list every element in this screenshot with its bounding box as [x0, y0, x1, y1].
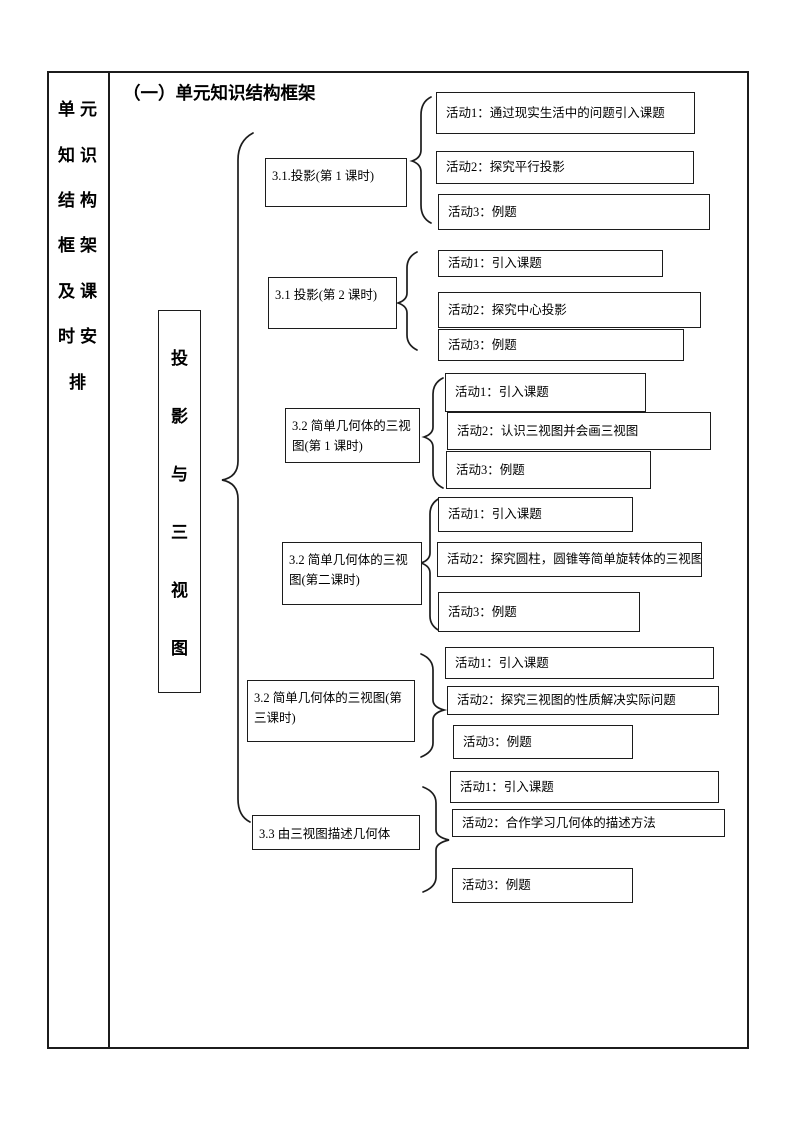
course-box-3-1-lesson2: 3.1 投影(第 2 课时)	[268, 277, 397, 329]
row-header-line: 排	[69, 372, 91, 392]
section-title: （一）单元知识结构框架	[123, 83, 316, 103]
activity-box: 活动3：例题	[438, 329, 684, 361]
row-header-line: 时安	[58, 327, 102, 347]
row-header-line: 框架	[58, 236, 102, 256]
activity-box: 活动1：引入课题	[438, 497, 633, 532]
activity-box: 活动3：例题	[438, 592, 640, 632]
course-box-3-2-lesson1: 3.2 简单几何体的三视图(第 1 课时)	[285, 408, 420, 463]
activity-box: 活动1：通过现实生活中的问题引入课题	[436, 92, 695, 134]
theme-char: 影	[171, 407, 188, 426]
activity-box: 活动2：探究中心投影	[438, 292, 701, 328]
theme-char: 视	[171, 581, 188, 600]
activity-box: 活动2：探究三视图的性质解决实际问题	[447, 686, 719, 715]
row-header-lines: 单元 知识 结构 框架 及课 时安 排	[47, 85, 108, 403]
activity-box: 活动1：引入课题	[450, 771, 719, 803]
theme-char: 三	[171, 523, 188, 542]
activity-box: 活动3：例题	[446, 451, 651, 489]
course-box-3-2-lesson2: 3.2 简单几何体的三视图(第二课时)	[282, 542, 422, 605]
row-header-line: 单元	[58, 100, 102, 120]
row-header-line: 及课	[58, 281, 102, 301]
theme-char: 与	[171, 465, 188, 484]
course-box-3-3: 3.3 由三视图描述几何体	[252, 815, 420, 850]
activity-box: 活动1：引入课题	[445, 647, 714, 679]
row-header-line: 知识	[58, 145, 102, 165]
theme-char: 投	[171, 349, 188, 368]
activity-box: 活动3：例题	[438, 194, 710, 230]
row-header-cell: 单元 知识 结构 框架 及课 时安 排	[47, 71, 110, 1049]
activity-box: 活动1：引入课题	[438, 250, 663, 277]
activity-box: 活动3：例题	[452, 868, 633, 903]
course-box-3-1-lesson1: 3.1.投影(第 1 课时)	[265, 158, 407, 207]
activity-box: 活动2：探究平行投影	[436, 151, 694, 184]
activity-box: 活动1：引入课题	[445, 373, 646, 412]
theme-box: 投 影 与 三 视 图	[158, 310, 201, 693]
row-header-line: 结构	[58, 190, 102, 210]
activity-box: 活动2：探究圆柱，圆锥等简单旋转体的三视图	[437, 542, 702, 577]
activity-box: 活动2：合作学习几何体的描述方法	[452, 809, 725, 837]
activity-box: 活动3：例题	[453, 725, 633, 759]
theme-char: 图	[171, 639, 188, 658]
activity-box: 活动2：认识三视图并会画三视图	[447, 412, 711, 450]
course-box-3-2-lesson3: 3.2 简单几何体的三视图(第三课时)	[247, 680, 415, 742]
